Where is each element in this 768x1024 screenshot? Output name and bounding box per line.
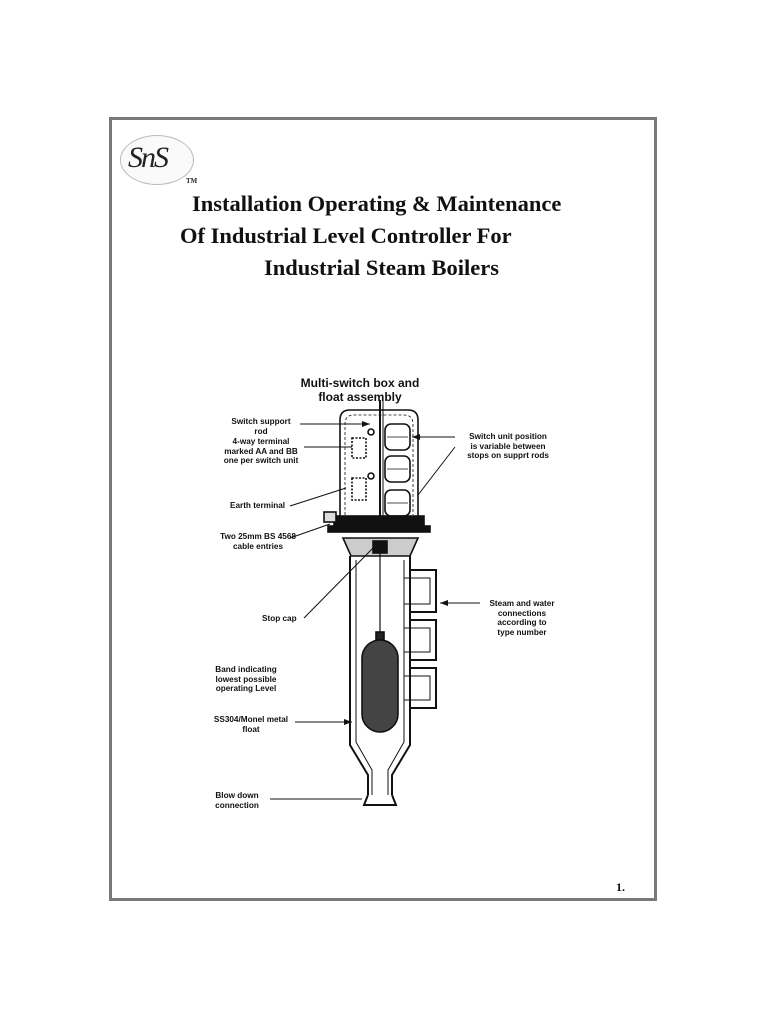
label-text: Switch unit position — [469, 432, 547, 441]
switch-box-housing — [339, 409, 419, 521]
label-terminal: 4-way terminal marked AA and BB one per … — [218, 437, 304, 466]
title-line-1: Installation Operating & Maintenance — [192, 191, 562, 216]
label-float: SS304/Monel metal float — [206, 715, 296, 734]
label-blow-down: Blow down connection — [206, 791, 268, 810]
label-steam-water-connections: Steam and water connections according to… — [474, 599, 570, 637]
label-text: float — [242, 724, 260, 734]
title-line-3: Industrial Steam Boilers — [264, 255, 500, 280]
label-cable-entries: Two 25mm BS 4568 cable entries — [218, 532, 298, 551]
float-chamber — [349, 556, 411, 795]
logo-text: SnS — [128, 141, 169, 174]
label-text: marked AA and BB — [224, 446, 298, 456]
page-number: 1. — [616, 880, 625, 894]
logo-oval — [120, 135, 194, 185]
label-text: one per switch unit — [223, 456, 299, 465]
label-text: rod — [254, 426, 268, 436]
stop-cap — [372, 540, 388, 554]
label-text: Switch support — [231, 417, 291, 426]
label-text: connection — [215, 800, 259, 810]
label-text: connections — [497, 608, 547, 618]
label-text: Blow down — [215, 791, 259, 800]
cable-entry — [323, 511, 337, 523]
title-line-2: Of Industrial Level Controller For — [180, 223, 512, 248]
label-text: Band indicating — [215, 665, 277, 674]
label-text: operating Level — [215, 684, 277, 693]
steam-water-connections — [410, 569, 437, 709]
logo-trademark: TM — [186, 177, 198, 185]
switch-unit-2 — [384, 455, 411, 483]
switch-unit-1 — [384, 423, 411, 451]
float — [361, 639, 399, 733]
label-text: type number — [497, 627, 547, 637]
label-text: cable entries — [232, 541, 284, 551]
label-text: lowest possible — [215, 674, 277, 684]
label-text: Steam and water — [489, 599, 555, 608]
label-text: is variable between — [470, 441, 546, 451]
figure-title-line-1: Multi-switch box and — [300, 376, 420, 390]
label-switch-support-rod: Switch support rod — [224, 417, 298, 436]
blow-down-connection — [362, 794, 398, 806]
label-stop-cap: Stop cap — [262, 614, 297, 623]
terminal-block-1 — [351, 437, 367, 459]
label-text: stops on supprt rods — [467, 451, 549, 460]
label-text: Two 25mm BS 4568 — [220, 532, 296, 541]
label-text: according to — [497, 618, 547, 627]
label-band-indicating: Band indicating lowest possible operatin… — [208, 665, 284, 694]
label-text: 4-way terminal — [232, 437, 290, 446]
sns-logo: SnS TM — [120, 135, 200, 187]
terminal-block-2 — [351, 477, 367, 501]
label-earth-terminal: Earth terminal — [230, 501, 286, 510]
switch-box-base — [333, 515, 425, 527]
label-switch-unit-position: Switch unit position is variable between… — [452, 432, 564, 461]
label-text: SS304/Monel metal — [213, 715, 289, 724]
